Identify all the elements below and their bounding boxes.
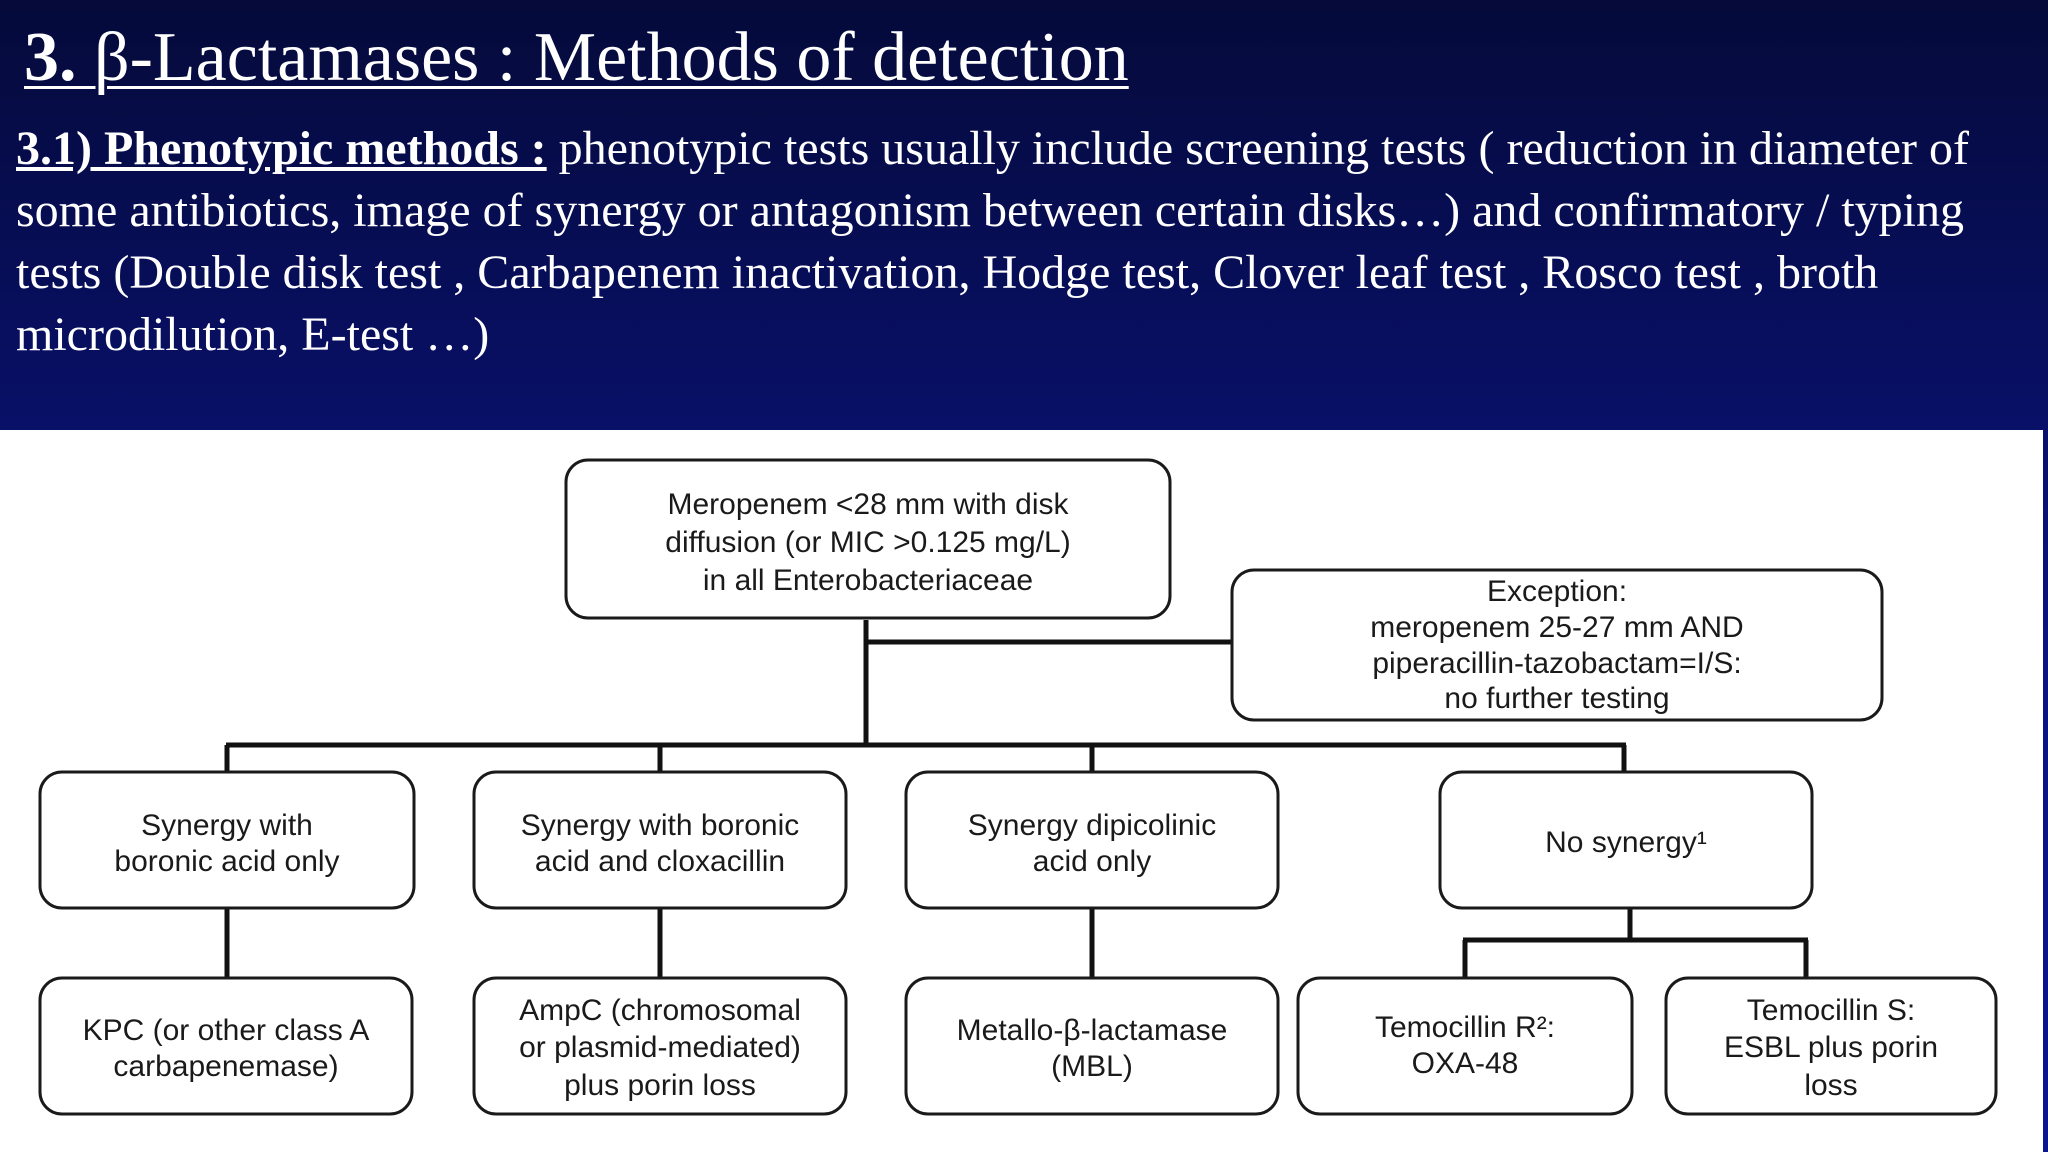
exception-box: Exception: meropenem 25-27 mm AND pipera… (1230, 568, 1884, 722)
synergy-boronic-line-2: boronic acid only (114, 845, 339, 878)
synergy-boronic-line-1: Synergy with (141, 809, 313, 842)
synergy-boronic-box: Synergy with boronic acid only (38, 770, 416, 910)
synergy-boronic-clox-line-1: Synergy with boronic (521, 809, 799, 842)
temocillin-s-line-1: Temocillin S: (1747, 994, 1915, 1027)
exception-line-4: no further testing (1444, 682, 1669, 715)
exception-line-1: Exception: (1487, 575, 1627, 608)
mbl-box: Metallo-β-lactamase (MBL) (904, 976, 1280, 1116)
temocillin-s-line-2: ESBL plus porin (1724, 1031, 1938, 1064)
ampc-line-1: AmpC (chromosomal (519, 994, 801, 1027)
synergy-dipicolinic-line-2: acid only (1033, 845, 1151, 878)
exception-line-2: meropenem 25-27 mm AND (1370, 611, 1743, 644)
exception-line-3: piperacillin-tazobactam=I/S: (1372, 647, 1741, 680)
mbl-line-2: (MBL) (1051, 1050, 1133, 1083)
flowchart-panel: Meropenem <28 mm with disk diffusion (or… (0, 430, 2043, 1152)
slide-title: 3. β-Lactamases : Methods of detection (24, 14, 1129, 102)
synergy-boronic-cloxacillin-box: Synergy with boronic acid and cloxacilli… (472, 770, 848, 910)
intro-text: phenotypic tests usually include screeni… (16, 122, 1969, 361)
synergy-dipicolinic-line-1: Synergy dipicolinic (968, 809, 1216, 842)
root-line-1: Meropenem <28 mm with disk (668, 488, 1070, 521)
temocillin-s-box: Temocillin S: ESBL plus porin loss (1664, 976, 1998, 1116)
kpc-line-1: KPC (or other class A (83, 1014, 370, 1047)
synergy-dipicolinic-box: Synergy dipicolinic acid only (904, 770, 1280, 910)
root-line-3: in all Enterobacteriaceae (703, 564, 1033, 597)
title-number: 3. (24, 19, 77, 96)
no-synergy-line-1: No synergy¹ (1545, 826, 1707, 859)
synergy-boronic-clox-line-2: acid and cloxacillin (535, 845, 785, 878)
temocillin-r-line-2: OXA-48 (1412, 1047, 1519, 1080)
root-criterion-box: Meropenem <28 mm with disk diffusion (or… (564, 458, 1172, 620)
temocillin-r-box: Temocillin R²: OXA-48 (1296, 976, 1634, 1116)
root-line-2: diffusion (or MIC >0.125 mg/L) (665, 526, 1070, 559)
kpc-line-2: carbapenemase) (113, 1050, 338, 1083)
ampc-line-3: plus porin loss (564, 1069, 756, 1102)
temocillin-s-line-3: loss (1804, 1069, 1857, 1102)
ampc-box: AmpC (chromosomal or plasmid-mediated) p… (472, 976, 848, 1116)
ampc-line-2: or plasmid-mediated) (519, 1031, 801, 1064)
no-synergy-box: No synergy¹ (1438, 770, 1814, 910)
kpc-box: KPC (or other class A carbapenemase) (38, 976, 414, 1116)
temocillin-r-line-1: Temocillin R²: (1375, 1011, 1555, 1044)
flowchart: Meropenem <28 mm with disk diffusion (or… (38, 458, 1998, 1116)
title-text: β-Lactamases : Methods of detection (94, 19, 1129, 96)
intro-paragraph: 3.1) Phenotypic methods : phenotypic tes… (16, 118, 2026, 366)
connectors (224, 620, 1809, 978)
mbl-line-1: Metallo-β-lactamase (957, 1014, 1228, 1047)
intro-lead: 3.1) Phenotypic methods : (16, 122, 547, 175)
